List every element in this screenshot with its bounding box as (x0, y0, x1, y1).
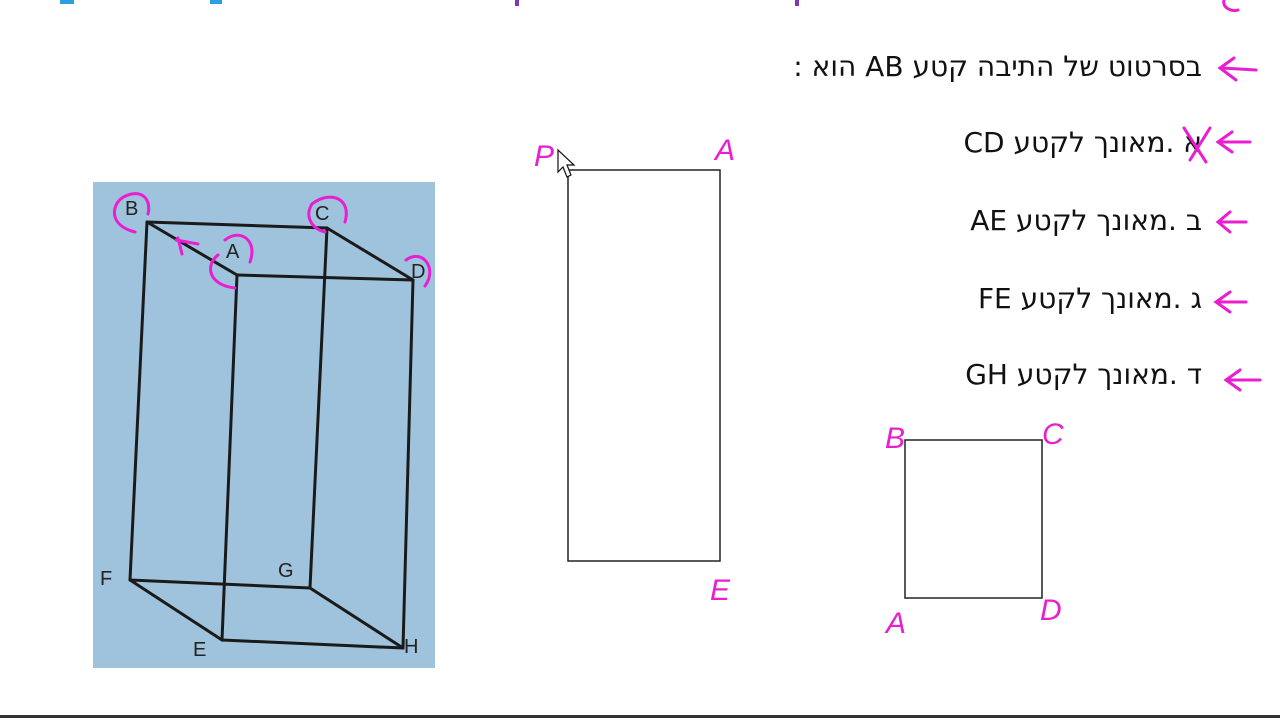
option-d-letter: ד (1186, 358, 1202, 391)
option-c-text: מאונך לקטע FE (977, 282, 1173, 315)
prism-label-c: C (315, 203, 329, 225)
option-a[interactable]: א .מאונך לקטע CD (963, 126, 1202, 159)
option-c[interactable]: ג .מאונך לקטע FE (977, 282, 1202, 315)
bottom-border (0, 715, 1280, 718)
cross-mark-icon (1182, 126, 1212, 164)
arrow-option-a-icon (1215, 130, 1252, 154)
right-rect-label-b: B (885, 422, 905, 455)
prism-label-f: F (100, 568, 112, 590)
arrow-stem-icon (1217, 56, 1258, 82)
option-b[interactable]: ב .מאונך לקטע AE (970, 204, 1202, 237)
prism-label-b: B (125, 198, 138, 220)
question-stem: בסרטוט של התיבה קטע AB הוא : (793, 50, 1202, 83)
right-rect-label-a: A (884, 607, 906, 640)
prism-annotations (113, 192, 432, 290)
option-a-text: מאונך לקטע CD (963, 126, 1166, 159)
arrow-option-b-icon (1215, 210, 1248, 234)
top-annotation-fragment (1222, 0, 1240, 12)
prism-label-g: G (278, 560, 294, 582)
option-b-letter: ב (1185, 204, 1202, 237)
left-rect-label-p: P (534, 140, 554, 173)
right-rect-label-d: D (1040, 594, 1062, 627)
arrow-option-c-icon (1213, 290, 1248, 314)
left-rect-label-a: A (713, 134, 735, 167)
right-rect-label-c: C (1042, 418, 1064, 451)
left-rect-label-e: E (710, 574, 731, 607)
top-cropped-strip (60, 0, 860, 6)
option-d-text: מאונך לקטע GH (965, 358, 1169, 391)
prism-label-d: D (411, 261, 425, 283)
prism-label-h: H (404, 636, 418, 658)
option-d[interactable]: ד .מאונך לקטע GH (965, 358, 1202, 391)
sketch-left-rect (567, 169, 721, 562)
prism-label-e: E (193, 639, 206, 661)
arrow-option-d-icon (1223, 368, 1262, 392)
mouse-cursor-icon (557, 148, 576, 178)
prism-label-a: A (226, 241, 240, 263)
sketch-right-rect (904, 439, 1043, 599)
option-c-letter: ג (1190, 282, 1202, 315)
prism-edges (128, 220, 415, 650)
option-b-text: מאונך לקטע AE (970, 204, 1168, 237)
annotation-arrows (1182, 0, 1262, 392)
